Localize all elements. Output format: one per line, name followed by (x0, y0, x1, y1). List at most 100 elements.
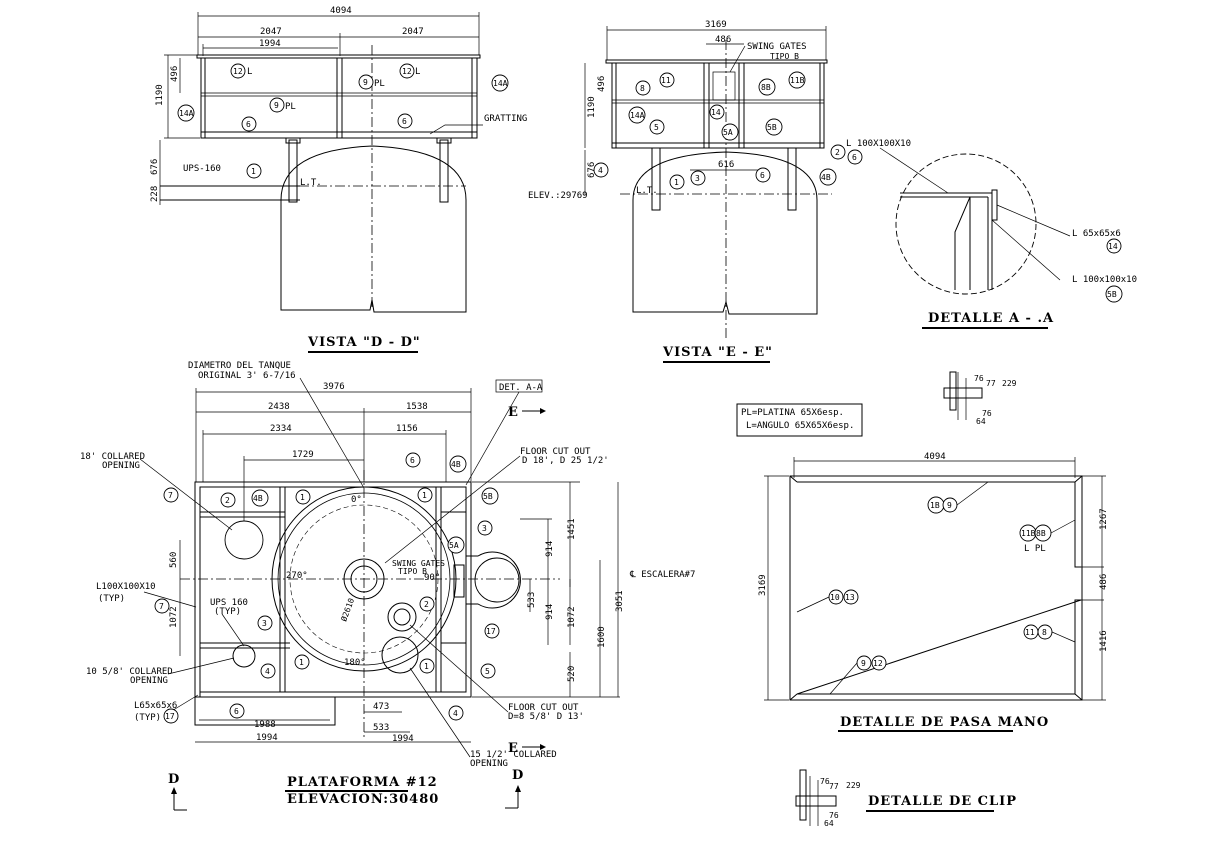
pm-dim-top: 4094 (924, 452, 946, 462)
dd-callout-9b: 9 (274, 101, 279, 110)
dd-dim-left: 2047 (260, 27, 282, 37)
pl-callout-1b: 1 (422, 491, 427, 500)
ee-callout-5b: 5B (767, 123, 777, 132)
pm-dim-1416: 1416 (1099, 630, 1109, 652)
pl-dim-1072a: 1072 (169, 606, 179, 628)
pl-typ-label: (TYP) (98, 594, 125, 604)
legend-line2: L=ANGULO 65X65X6esp. (746, 421, 854, 431)
pl-callout-6a: 6 (410, 456, 415, 465)
pm-callout-11: 11 (1025, 628, 1035, 637)
ee-dim-gate: 486 (715, 35, 731, 45)
ee-callout-3: 3 (695, 174, 700, 183)
pl-dim-total: 3976 (323, 382, 345, 392)
pl-d-right: D (512, 768, 524, 783)
pl-callout-3a: 3 (482, 524, 487, 533)
pl-opening18-label: OPENING (102, 461, 140, 471)
dd-callout-14a-a: 14A (179, 109, 194, 118)
clip-title: DETALLE DE CLIP (868, 794, 1017, 809)
pl-opening10-label: OPENING (130, 676, 168, 686)
dd-callout-12b-suffix: L (415, 67, 420, 77)
pm-dim-left: 3169 (758, 574, 768, 596)
pl-callout-5a: 5A (449, 541, 459, 550)
pl-dim-533b: 533 (373, 723, 389, 733)
aa-l100a-label: L 100X100X10 (846, 139, 911, 149)
ee-callout-6b: 6 (852, 153, 857, 162)
pl-floorcut2b-label: D=8 5/8' D 13' (508, 712, 584, 722)
dd-callout-9b-suffix: PL (285, 102, 296, 112)
ee-swing-label: SWING GATES (747, 42, 807, 52)
pm-callout-1b: 1B (930, 501, 940, 510)
pl-deg-180: 180° (344, 658, 366, 668)
pl-dim-1156: 1156 (396, 424, 418, 434)
pm-dim-1267: 1267 (1099, 508, 1109, 530)
dd-dim-right: 2047 (402, 27, 424, 37)
pl-dim-right: 1538 (406, 402, 428, 412)
ee-callout-11b: 11B (790, 76, 805, 85)
dd-dim-total: 4094 (330, 6, 352, 16)
pl-e-top: E (508, 405, 519, 420)
pl-callout-1c: 1 (299, 658, 304, 667)
dd-dim-inner: 1994 (259, 39, 281, 49)
pl-dim-533a: 533 (527, 592, 537, 608)
clip1-d229: 229 (1002, 379, 1017, 388)
aa-l100b-label: L 100x100x10 (1072, 275, 1137, 285)
ee-callout-2: 2 (835, 148, 840, 157)
pl-floorcut1-label: FLOOR CUT OUT (520, 447, 591, 457)
ee-dim-h2: 496 (597, 76, 607, 92)
pl-deg-0: 0° (351, 495, 362, 505)
pl-callout-4ba: 4B (253, 494, 263, 503)
ee-dim-h1: 1190 (587, 96, 597, 118)
plataforma-subtitle: ELEVACION:30480 (287, 792, 439, 807)
ee-callout-14: 14 (711, 108, 721, 117)
ee-callout-4b: 4B (821, 173, 831, 182)
aa-callout-14: 14 (1108, 242, 1118, 251)
pl-ups-label: UPS 160 (210, 598, 248, 608)
plataforma-plan: 3976 2438 1538 2334 1156 1729 (80, 361, 695, 811)
pl-deg-270: 270° (286, 571, 308, 581)
clip1-d77: 77 (986, 379, 996, 388)
vista-ee: 3169 486 SWING GATES TIPO B 1190 496 676… (528, 20, 863, 363)
ee-dim-total: 3169 (705, 20, 727, 30)
pl-original-label: ORIGINAL 3' 6-7/16 (198, 371, 296, 381)
pl-dim-left: 2438 (268, 402, 290, 412)
pl-dim-2334: 2334 (270, 424, 292, 434)
pl-e-bot: E (508, 741, 519, 756)
pl-dim-1994a: 1994 (256, 733, 278, 743)
clip1-d76: 76 (974, 374, 984, 383)
vista-dd: 4094 2047 2047 1994 1190 496 676 228 UPS… (150, 6, 527, 353)
pl-d-left: D (168, 772, 180, 787)
aa-callout-5b: 5B (1107, 290, 1117, 299)
clip2-d77: 77 (829, 782, 839, 791)
dd-callout-12a: 12 (233, 67, 243, 76)
pl-deg-90: 90° (424, 573, 440, 583)
ee-dim-h4: 616 (718, 160, 734, 170)
clip2-d76b: 76 (829, 811, 839, 820)
pl-floorcut2-label: FLOOR CUT OUT (508, 703, 579, 713)
pl-dim-520: 520 (567, 666, 577, 682)
pl-dim-1451: 1451 (567, 518, 577, 540)
dd-lt-label: L.T. (300, 178, 322, 188)
dd-dim-h3: 676 (150, 159, 160, 175)
pm-callout-12: 12 (873, 659, 883, 668)
pl-tipo-label: TIPO B (398, 567, 427, 576)
dd-dim-h2: 496 (170, 66, 180, 82)
pl-typ3-label: (TYP) (134, 713, 161, 723)
pl-dim-dia: Ø2610 (338, 596, 356, 622)
pl-det-label: DET. A-A (499, 383, 543, 393)
pl-collar15-label: 15 1/2' COLLARED (470, 750, 557, 760)
pl-escalera-label: ℄ ESCALERA#7 (629, 570, 695, 580)
pm-callout-8: 8 (1042, 628, 1047, 637)
pl-callout-2b: 2 (424, 600, 429, 609)
ee-callout-8b: 8B (761, 83, 771, 92)
ee-elev-label: ELEV.:29769 (528, 191, 588, 201)
plataforma-title: PLATAFORMA #12 (287, 775, 438, 790)
ee-callout-11: 11 (661, 76, 671, 85)
pl-callout-4a: 4 (265, 667, 270, 676)
dd-callout-9a-suffix: PL (374, 79, 385, 89)
pl-dim-1988: 1988 (254, 720, 276, 730)
aa-l65-label: L 65x65x6 (1072, 229, 1121, 239)
legend-box: PL=PLATINA 65X6esp. L=ANGULO 65X65X6esp. (736, 403, 863, 437)
clip2-d64: 64 (824, 819, 834, 828)
clip1-d64: 64 (976, 417, 986, 426)
